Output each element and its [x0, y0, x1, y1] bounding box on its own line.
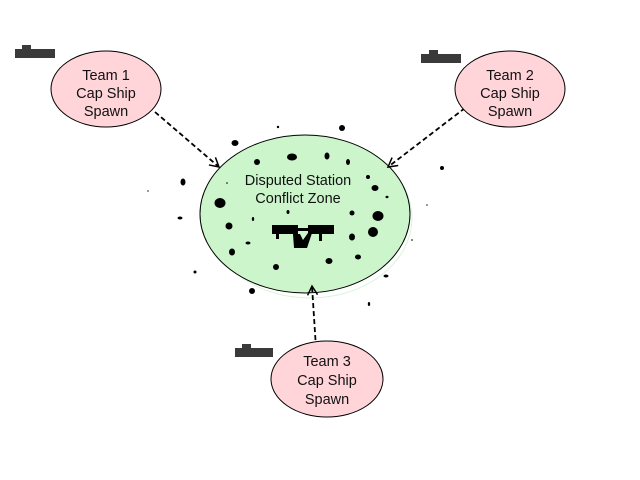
asteroid-icon: [177, 216, 183, 220]
conflict-zone: [199, 134, 411, 294]
capital-ship-icon: [15, 45, 55, 58]
asteroid-icon: [426, 204, 428, 206]
spawn-label: Team 1: [82, 68, 130, 84]
spawn-label: Cap Ship: [297, 373, 357, 389]
asteroid-icon: [249, 288, 255, 294]
asteroid-icon: [287, 153, 297, 161]
arrow-team3: [306, 284, 319, 349]
asteroid-icon: [368, 227, 378, 237]
asteroid-icon: [273, 264, 279, 270]
asteroid-icon: [383, 274, 389, 278]
asteroid-field: [147, 125, 444, 306]
asteroid-icon: [251, 217, 255, 221]
asteroid-icon: [214, 198, 226, 208]
asteroid-icon: [147, 190, 149, 192]
asteroid-icon: [226, 182, 228, 184]
asteroid-icon: [193, 270, 197, 274]
asteroid-icon: [385, 195, 389, 199]
arrow-team2: [386, 107, 466, 168]
asteroid-icon: [231, 140, 239, 146]
spawn-label: Spawn: [305, 392, 349, 408]
asteroid-icon: [367, 302, 371, 306]
asteroid-icon: [276, 125, 280, 129]
asteroid-icon: [346, 159, 350, 165]
asteroid-icon: [349, 233, 355, 241]
asteroid-icon: [411, 239, 413, 241]
space-station-icon: [272, 225, 334, 248]
asteroid-icon: [371, 185, 379, 191]
spawn-label: Team 2: [486, 68, 534, 84]
asteroid-icon: [225, 222, 233, 230]
asteroid-icon: [355, 254, 361, 260]
asteroid-icon: [324, 152, 330, 160]
asteroid-icon: [245, 241, 251, 245]
asteroid-icon: [372, 211, 384, 221]
spawn-label: Team 3: [303, 354, 351, 370]
spawn-label: Spawn: [488, 104, 532, 120]
asteroid-icon: [366, 175, 370, 179]
asteroid-icon: [254, 159, 260, 165]
asteroid-icon: [325, 258, 333, 264]
spawn-label: Spawn: [84, 104, 128, 120]
capital-ship-icon: [235, 344, 273, 357]
asteroid-icon: [229, 248, 235, 256]
team1-spawn: Team 1 Cap Ship Spawn: [50, 50, 162, 128]
zone-label-line2: Conflict Zone: [255, 191, 340, 207]
asteroid-icon: [440, 166, 444, 170]
asteroid-icon: [180, 178, 186, 186]
asteroid-icon: [349, 210, 355, 216]
zone-label-line1: Disputed Station: [245, 173, 351, 189]
team3-spawn: Team 3 Cap Ship Spawn: [270, 340, 384, 418]
capital-ship-icon: [421, 50, 461, 63]
team2-spawn: Team 2 Cap Ship Spawn: [454, 50, 566, 128]
spawn-label: Cap Ship: [76, 86, 136, 102]
spawn-label: Cap Ship: [480, 86, 540, 102]
asteroid-icon: [339, 125, 345, 131]
arrow-team1: [154, 111, 221, 169]
asteroid-icon: [286, 210, 290, 214]
